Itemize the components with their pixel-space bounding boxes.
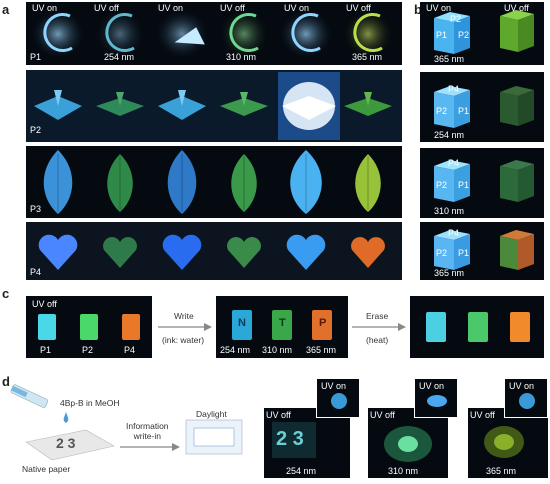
label-uv-on-1: UV on <box>32 3 58 13</box>
c-erase-label: Erase <box>366 311 389 321</box>
c-wavelength-254: 254 nm <box>220 345 251 355</box>
d-inset-glow-1 <box>331 393 347 409</box>
c-letter-t: T <box>279 317 286 329</box>
c-strips-before <box>38 314 140 340</box>
b-cube3-top: P4 <box>448 158 460 168</box>
b-cube4-left: P2 <box>436 248 448 258</box>
d-wavelength-254: 254 nm <box>286 466 317 476</box>
panel-letter-a: a <box>2 2 10 17</box>
label-uv-on-2: UV on <box>158 3 184 13</box>
c-uv-off-label: UV off <box>32 299 57 309</box>
b-cube2-top: P4 <box>448 84 460 94</box>
d-daylight-label: Daylight <box>196 409 227 419</box>
d-paper-text: 2 3 <box>56 435 76 451</box>
d-uv-on-2: UV on <box>419 381 445 391</box>
b-cube2-left: P2 <box>436 106 448 116</box>
panel-letter-b: b <box>414 2 422 17</box>
c-strips-written <box>232 310 332 340</box>
d-uv-on-1: UV on <box>321 381 347 391</box>
row-label-p4: P4 <box>30 267 42 277</box>
d-254-glow <box>272 422 316 458</box>
b-cube3-wavelength: 310 nm <box>434 206 465 216</box>
wavelength-254: 254 nm <box>104 52 135 62</box>
d-paper-label: Native paper <box>22 464 71 474</box>
c-sample-p1: P1 <box>40 345 52 355</box>
b-cube1-wavelength: 365 nm <box>434 54 465 64</box>
c-wavelength-365: 365 nm <box>306 345 337 355</box>
c-erase-note: (heat) <box>366 335 389 345</box>
d-uv-on-3: UV on <box>509 381 535 391</box>
label-uv-off-1: UV off <box>94 3 119 13</box>
b-cube4-wavelength: 365 nm <box>434 268 465 278</box>
label-uv-off-2: UV off <box>220 3 245 13</box>
d-step-label: Information write-in <box>126 421 169 441</box>
panel-a-row-p4: P4 <box>26 222 402 280</box>
d-inset-glow-2 <box>427 395 447 407</box>
b-cube1-top: P2 <box>450 14 462 24</box>
d-inset-uv-on-2: UV on <box>414 378 458 418</box>
d-display-digits: 2 3 <box>276 428 304 450</box>
d-inset-uv-on-1: UV on <box>316 378 360 418</box>
panel-b-cube-1: UV on UV off P2 P1 P2 365 nm <box>420 2 544 65</box>
c-strips-erased <box>426 312 530 342</box>
row-label-p1: P1 <box>30 52 42 62</box>
panel-a-row-p1: UV on UV off UV on UV off UV on UV off P… <box>26 2 402 65</box>
cube-pair-1 <box>434 10 534 54</box>
p4-heart-photos <box>38 234 385 270</box>
cube-pair-3 <box>434 160 534 202</box>
panel-a-row-p2: P2 <box>26 70 402 142</box>
d-uv-off-3: UV off <box>470 410 495 420</box>
b-uv-on-label: UV on <box>426 3 452 13</box>
b-cube3-right: P1 <box>458 180 470 190</box>
b-uv-off-label: UV off <box>504 3 529 13</box>
d-inset-uv-on-3: UV on <box>504 378 548 418</box>
d-photo-254: 2 3 UV off 254 nm <box>264 408 350 478</box>
c-write-note: (ink: water) <box>162 335 205 345</box>
panel-letter-c: c <box>2 286 10 301</box>
d-365-glow <box>484 426 524 458</box>
cube-pair-4 <box>434 230 534 270</box>
b-cube3-left: P2 <box>436 180 448 190</box>
d-wavelength-365: 365 nm <box>486 466 517 476</box>
c-letter-n: N <box>238 317 246 329</box>
b-cube4-right: P1 <box>458 248 470 258</box>
d-wavelength-310: 310 nm <box>388 466 419 476</box>
c-sample-p2: P2 <box>82 345 94 355</box>
b-cube1-left: P1 <box>436 30 448 40</box>
panel-letter-d: d <box>2 374 10 389</box>
d-uv-off-1: UV off <box>266 410 291 420</box>
panel-a-row-p3: P3 <box>26 146 402 218</box>
panel-c-erased <box>410 296 544 358</box>
wavelength-365: 365 nm <box>352 52 383 62</box>
c-write-label: Write <box>174 311 194 321</box>
panel-c-written: N T P 254 nm 310 nm 365 nm <box>216 296 348 358</box>
row-label-p2: P2 <box>30 125 42 135</box>
b-cube4-top: P4 <box>448 228 460 238</box>
label-uv-on-3: UV on <box>284 3 310 13</box>
c-letter-p: P <box>319 317 327 329</box>
row-label-p3: P3 <box>30 204 42 214</box>
d-photo-365: UV off 365 nm <box>468 408 548 478</box>
d-uv-off-2: UV off <box>370 410 395 420</box>
p1-crane-photos <box>32 10 392 58</box>
panel-b-cube-3: P4 P2 P1 310 nm <box>420 148 544 218</box>
label-uv-off-3: UV off <box>346 3 371 13</box>
cube-pair-2 <box>434 86 534 128</box>
d-310-glow <box>384 426 432 462</box>
d-inset-glow-3 <box>519 393 535 409</box>
d-photo-310: UV off 310 nm <box>368 408 448 478</box>
b-cube1-right: P2 <box>458 30 470 40</box>
p3-leaf-photos <box>43 150 381 214</box>
panel-b-cube-2: P4 P2 P1 254 nm <box>420 72 544 142</box>
panel-c-before: UV off P1 P2 P4 <box>26 296 152 358</box>
wavelength-310: 310 nm <box>226 52 257 62</box>
b-cube2-wavelength: 254 nm <box>434 130 465 140</box>
c-wavelength-310: 310 nm <box>262 345 293 355</box>
c-sample-p4: P4 <box>124 345 136 355</box>
d-reagent-label: 4Bp-B in MeOH <box>60 398 120 408</box>
b-cube2-right: P1 <box>458 106 470 116</box>
p2-crane-photos <box>34 72 392 140</box>
panel-b-cube-4: P4 P2 P1 365 nm <box>420 222 544 280</box>
